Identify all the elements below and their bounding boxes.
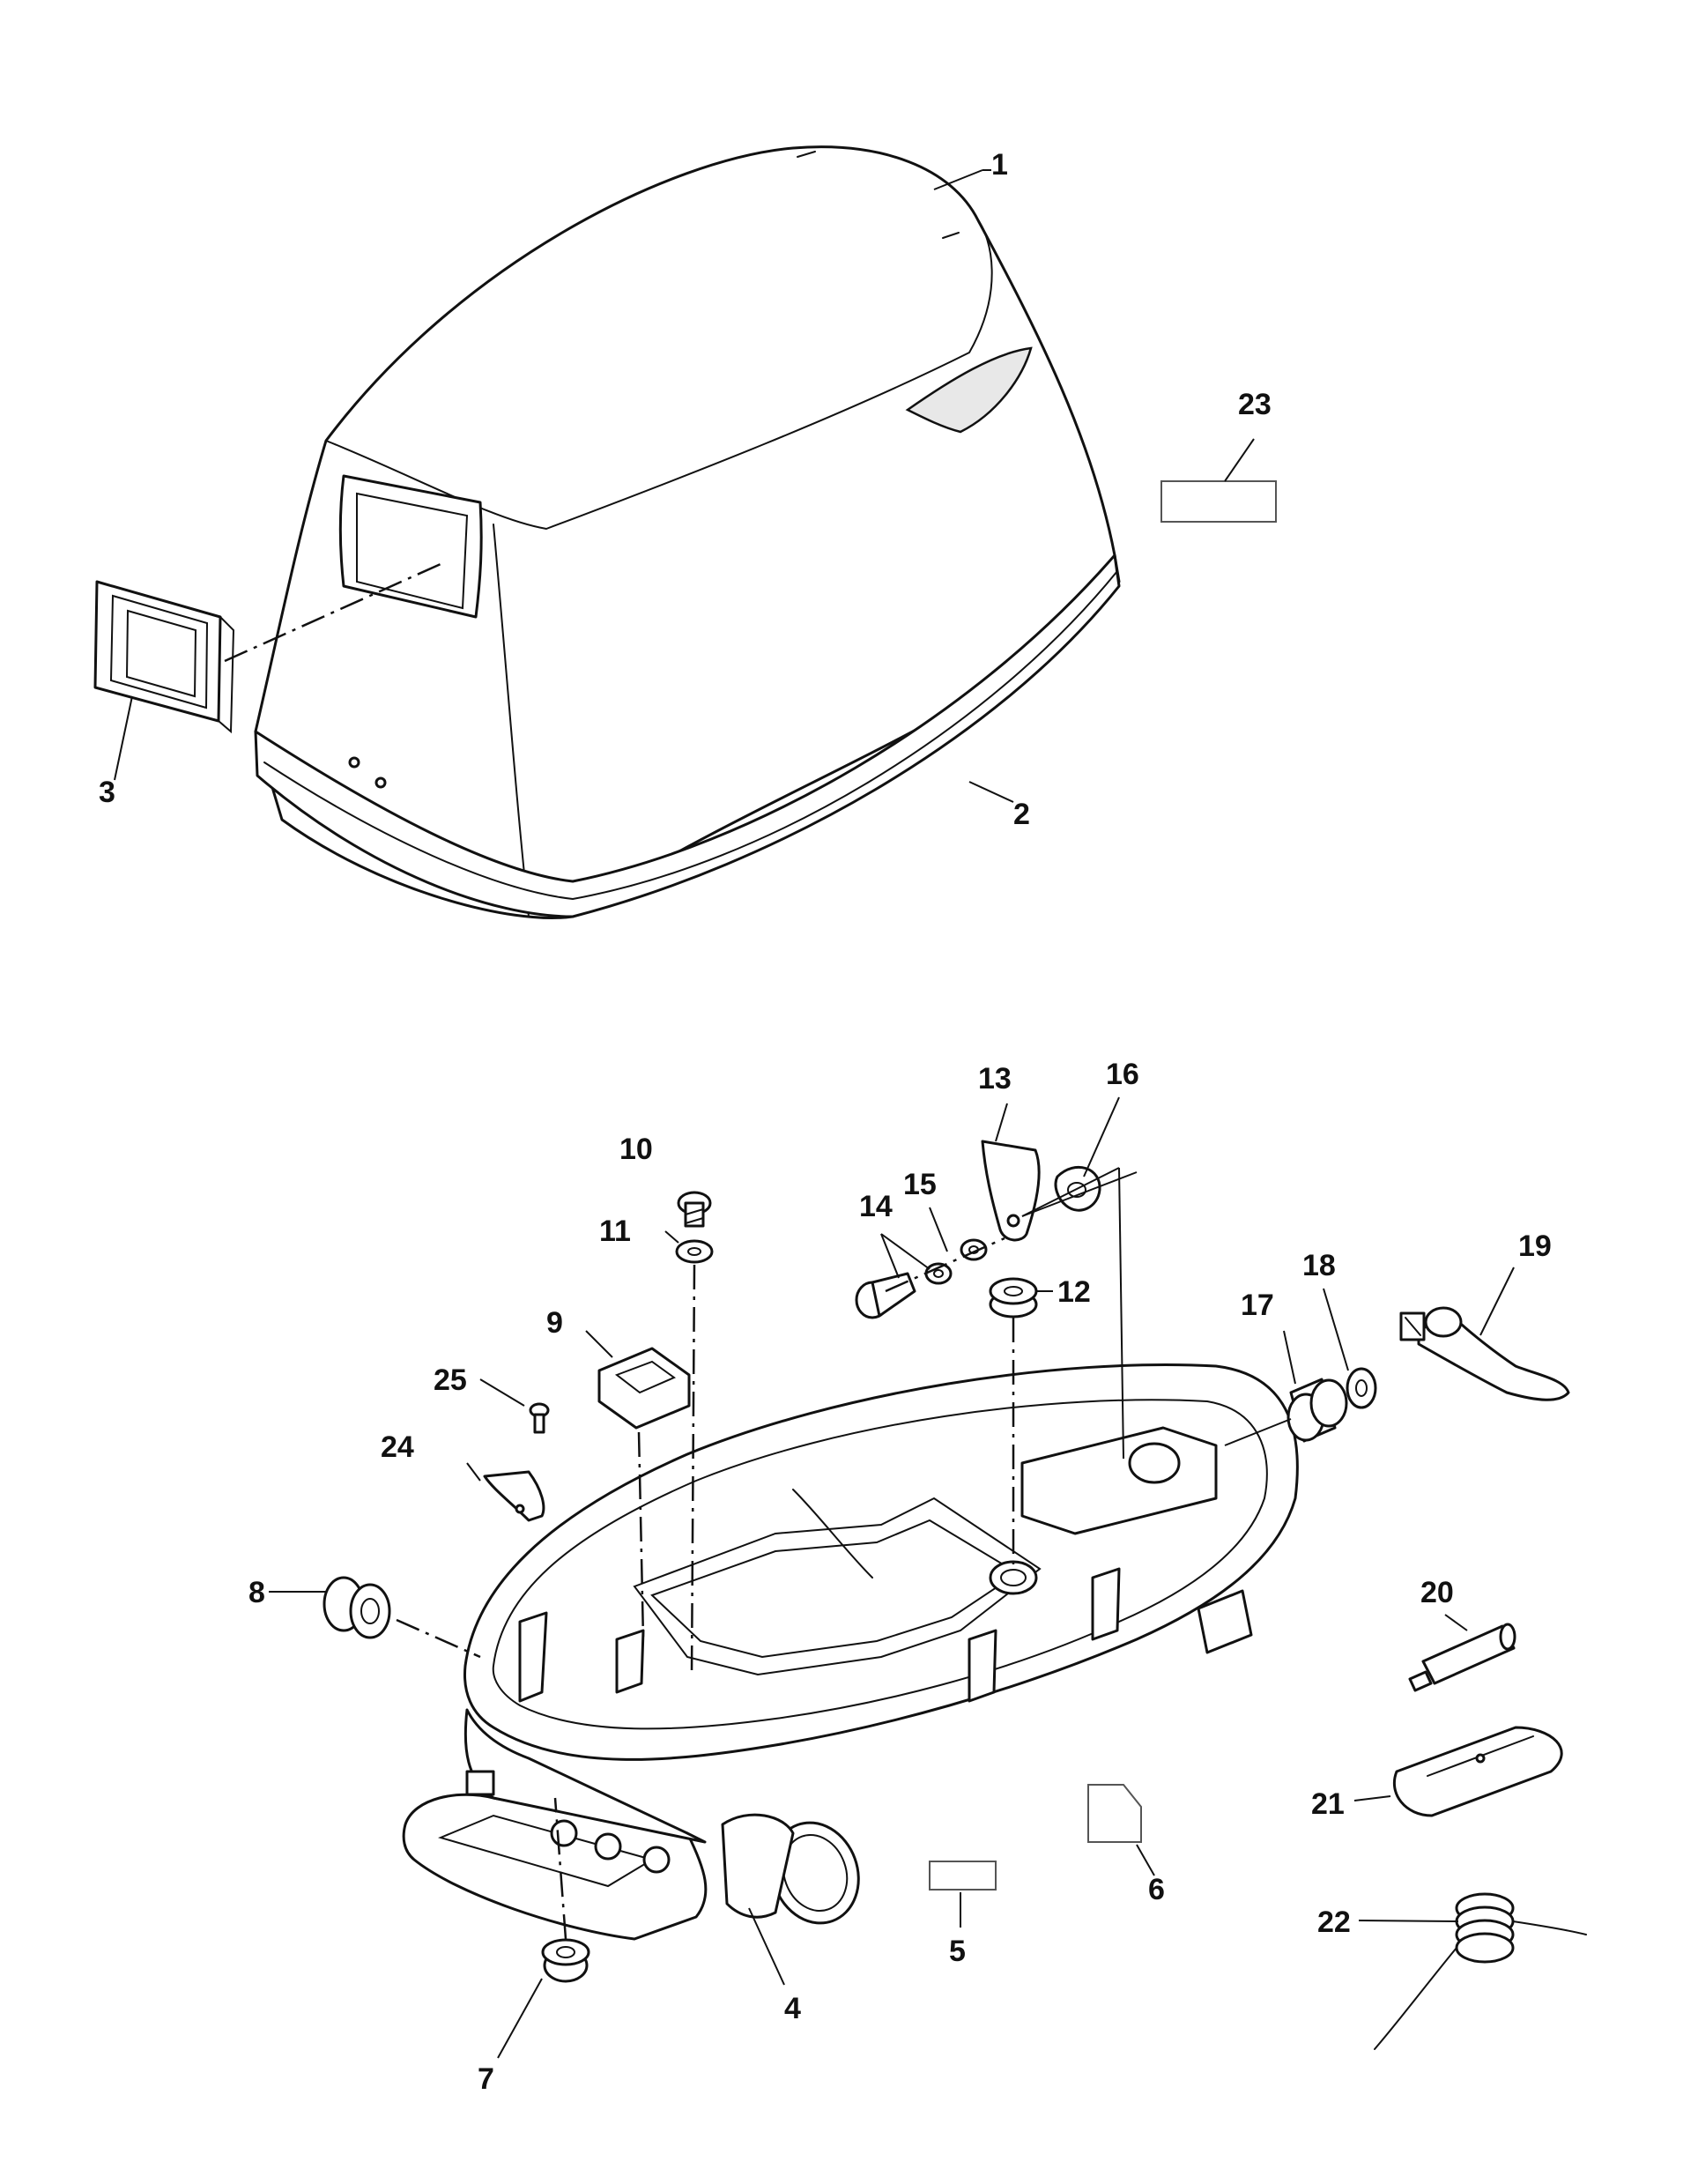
callout-18: 18	[1302, 1249, 1336, 1282]
callout-22: 22	[1317, 1905, 1351, 1939]
callout-4: 4	[784, 1992, 801, 2025]
callout-16: 16	[1106, 1058, 1139, 1091]
pin-20	[1408, 1623, 1516, 1692]
screw-14	[855, 1262, 953, 1319]
callout-13: 13	[978, 1062, 1012, 1096]
leader-lines	[114, 169, 1515, 2059]
callout-25: 25	[434, 1363, 467, 1397]
callout-12: 12	[1057, 1275, 1091, 1309]
screw-25	[529, 1402, 550, 1434]
callout-21: 21	[1311, 1787, 1345, 1821]
callout-10: 10	[619, 1133, 653, 1166]
callout-3: 3	[99, 776, 115, 809]
callout-7: 7	[478, 2062, 494, 2096]
callout-6: 6	[1148, 1873, 1165, 1906]
seal-9	[597, 1347, 691, 1430]
callout-11: 11	[599, 1215, 631, 1248]
grommet-12	[989, 1277, 1038, 1319]
grommet-7	[541, 1938, 590, 1983]
callout-1: 1	[991, 148, 1008, 182]
cowl-side-edge	[493, 524, 530, 917]
cowl-front-recess	[905, 346, 1033, 434]
callout-15: 15	[903, 1168, 937, 1201]
callout-20: 20	[1420, 1576, 1454, 1609]
pad-21	[1392, 1726, 1563, 1817]
decal-5	[929, 1861, 997, 1891]
callout-9: 9	[546, 1306, 563, 1340]
callout-17: 17	[1241, 1289, 1274, 1322]
spring-22	[1374, 1892, 1587, 2050]
callout-5: 5	[949, 1935, 966, 1968]
callout-19: 19	[1518, 1229, 1552, 1263]
decal-23	[1160, 480, 1277, 523]
bushing-17	[1286, 1378, 1348, 1443]
strap-24	[483, 1470, 545, 1522]
washer-11	[675, 1239, 714, 1264]
vent-seal	[93, 580, 235, 734]
washer-18	[1346, 1367, 1377, 1409]
callout-14: 14	[859, 1190, 893, 1223]
bottom-cowl-base	[402, 1793, 708, 1941]
grommet-8	[323, 1576, 391, 1639]
callout-2: 2	[1013, 798, 1030, 831]
callout-23: 23	[1238, 388, 1272, 421]
callout-8: 8	[248, 1576, 265, 1609]
decal-6	[1087, 1784, 1142, 1843]
screw-10	[677, 1191, 712, 1228]
bottom-cowl-assembly	[402, 1363, 1299, 1941]
callout-numbers: 1 2 3 23 13 16 10 15 14 11 12 19 18 17 9…	[99, 148, 1552, 2096]
cowl-bottom-seal	[254, 553, 1121, 918]
callout-24: 24	[381, 1430, 414, 1464]
handle-19	[1399, 1306, 1570, 1401]
top-cowl-assembly	[93, 145, 1277, 920]
